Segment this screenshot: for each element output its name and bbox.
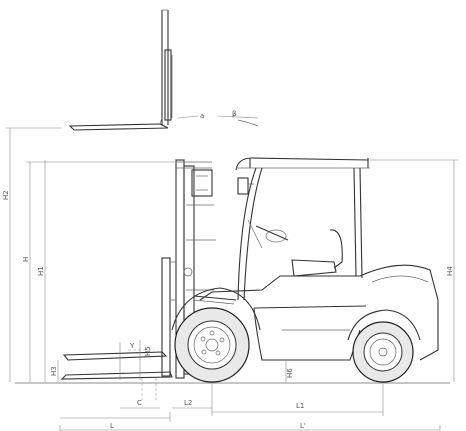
label-h5: H5 [144, 346, 152, 356]
raised-mast-inset [68, 9, 259, 131]
forklift-outline [15, 157, 450, 384]
label-y: Y [129, 342, 135, 350]
label-l1: L1 [296, 402, 304, 410]
label-l-prime: L' [300, 422, 306, 430]
dimension-lines [6, 127, 458, 431]
label-a: a [200, 112, 204, 120]
label-h3: H3 [50, 366, 58, 376]
label-h2: H2 [2, 190, 10, 200]
label-beta: β [232, 110, 236, 118]
label-h: H [22, 257, 30, 262]
label-l: L [110, 422, 114, 430]
label-h4: H4 [446, 266, 454, 276]
dimension-labels: a β H2 H H1 H3 H4 H5 H6 Y C L2 L1 L L' [2, 110, 454, 430]
label-c: C [137, 399, 142, 407]
label-h6: H6 [286, 368, 294, 378]
label-h1: H1 [37, 266, 45, 276]
label-l2: L2 [184, 399, 192, 407]
